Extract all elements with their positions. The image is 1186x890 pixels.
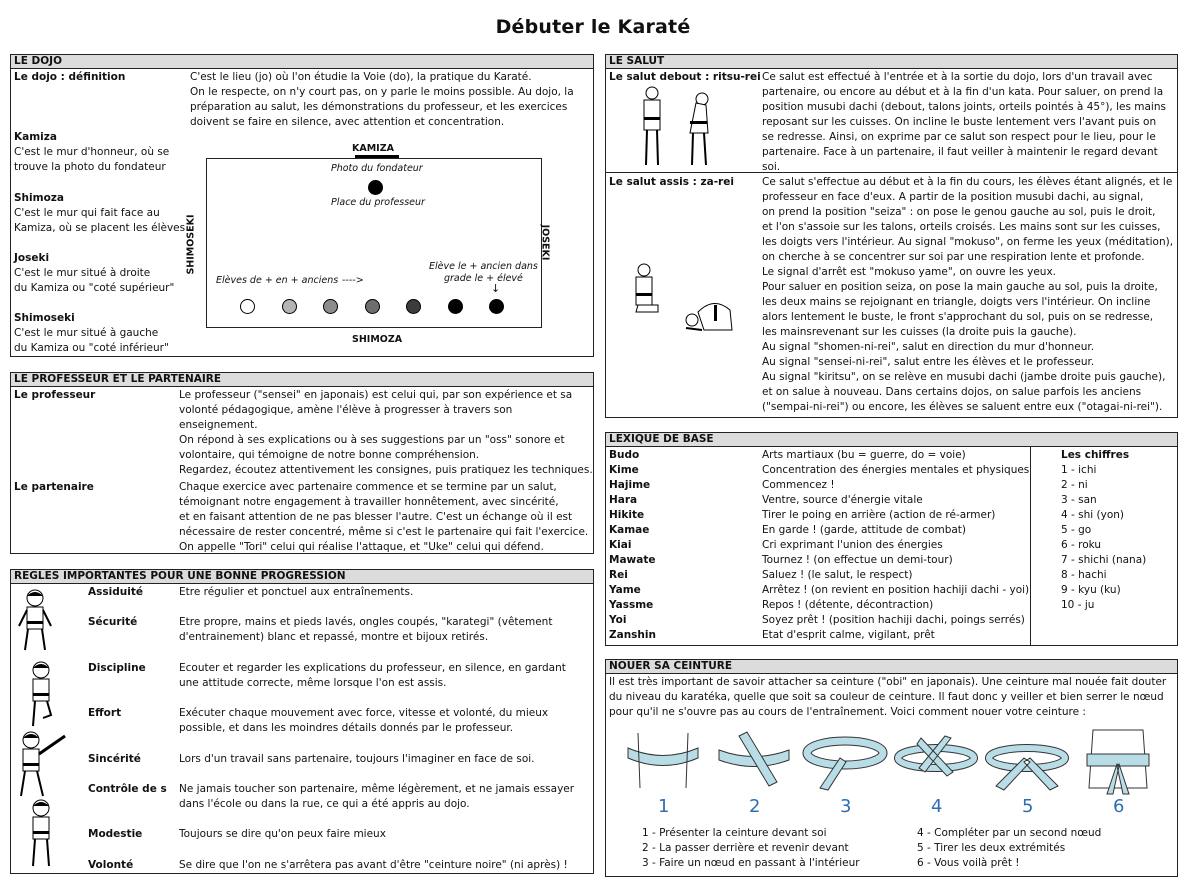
regle-text-modestie: Toujours se dire qu'on peux faire mieux (179, 828, 386, 840)
belt-step-5 (985, 744, 1069, 791)
partner-text: Chaque exercice avec partenaire commence… (179, 481, 589, 553)
diagram-joseki-label: JOSEKI (539, 224, 551, 261)
lexique-terms: Budo Kime Hajime Hara Hikite Kamae Kiai … (609, 449, 656, 641)
ceinture-steps-left: 1 - Présenter la ceinture devant soi 2 -… (642, 827, 860, 869)
belt-step-4 (894, 735, 978, 777)
partner-term: Le partenaire (14, 481, 94, 493)
dojo-diagram: KAMIZA Photo du fondateur Place du profe… (206, 143, 542, 328)
salut-divider (606, 172, 1177, 173)
belt-step-1 (627, 732, 699, 789)
regle-name-effort: Effort (88, 707, 122, 719)
salut-section: LE SALUT Le salut debout : ritsu-rei Ce … (605, 54, 1178, 418)
diagram-photo-label: Photo du fondateur (331, 163, 423, 174)
regle-text-sincerite: Lors d'un travail sans partenaire, toujo… (179, 753, 535, 765)
regle-name-discipline: Discipline (88, 662, 146, 674)
ceinture-section: NOUER SA CEINTURE Il est très important … (605, 659, 1178, 877)
student-dot (323, 299, 338, 314)
diagram-prof-label: Place du professeur (331, 197, 425, 208)
regle-text-discipline: Ecouter et regarder les explications du … (179, 662, 566, 689)
ceinture-steps-right: 4 - Compléter par un second nœud 5 - Tir… (917, 827, 1102, 869)
belt-step-number: 4 (931, 796, 942, 817)
dojo-term-shimoza: Shimoza C'est le mur qui fait face au Ka… (14, 192, 186, 234)
regle-name-volonte: Volonté (88, 859, 134, 871)
regle-text-securite: Etre propre, mains et pieds lavés, ongle… (179, 616, 553, 643)
belt-step-number: 2 (749, 796, 760, 817)
dojo-term-shimoseki: Shimoseki C'est le mur situé à gauche du… (14, 312, 169, 354)
regle-name-sincerite: Sincérité (88, 753, 141, 765)
belt-step-2 (718, 731, 790, 787)
salut-debout-term: Le salut debout : ritsu-rei (609, 71, 761, 83)
belt-step-number: 3 (840, 796, 851, 817)
professor-dot (368, 180, 383, 195)
diagram-kamiza-label: KAMIZA (352, 143, 394, 154)
salut-debout-text: Ce salut est effectué à l'entrée et à la… (762, 71, 1166, 173)
ceinture-text: Il est très important de savoir attacher… (609, 676, 1167, 718)
student-dot (489, 299, 504, 314)
belt-step-6 (1086, 729, 1150, 795)
student-dot (447, 299, 463, 314)
regle-text-assiduite: Etre régulier et ponctuel aux entraîneme… (179, 586, 414, 598)
lexique-divider (1030, 447, 1031, 645)
karateka-figure-3 (20, 731, 66, 797)
diagram-shimoseki-label: SHIMOSEKI (185, 214, 197, 275)
student-dot (240, 299, 255, 314)
prof-term: Le professeur (14, 389, 96, 401)
dojo-def-term: Le dojo : définition (14, 71, 126, 83)
regles-section: REGLES IMPORTANTES POUR UNE BONNE PROGRE… (10, 569, 594, 874)
lexique-section: LEXIQUE DE BASE Budo Kime Hajime Hara Hi… (605, 432, 1178, 646)
ceinture-header: NOUER SA CEINTURE (606, 660, 1177, 674)
dojo-section: LE DOJO Le dojo : définition C'est le li… (10, 54, 594, 357)
regle-name-securite: Sécurité (88, 616, 138, 628)
dojo-header: LE DOJO (11, 55, 593, 69)
belt-step-number: 5 (1022, 796, 1033, 817)
salut-assis-text: Ce salut s'effectue au début et à la fin… (762, 176, 1174, 413)
page-title: Débuter le Karaté (495, 16, 691, 38)
diagram-down-arrow: ↓ (491, 282, 501, 295)
belt-step-number: 1 (658, 796, 669, 817)
professeur-header: LE PROFESSEUR ET LE PARTENAIRE (11, 373, 593, 387)
kamiza-bar (355, 155, 399, 158)
salut-assis-term: Le salut assis : za-rei (609, 176, 734, 188)
diagram-eleves-label: Elèves de + en + anciens (216, 275, 339, 286)
dojo-term-joseki: Joseki C'est le mur situé à droite du Ka… (14, 252, 175, 294)
student-dot (281, 299, 297, 314)
belt-illustrations: 1 2 3 4 5 6 (627, 729, 1150, 817)
student-dot (406, 299, 421, 314)
regle-name-modestie: Modestie (88, 828, 143, 840)
belt-steps: 1 2 3 4 5 6 (618, 728, 1164, 820)
lexique-definitions: Arts martiaux (bu = guerre, do = voie) C… (762, 449, 1030, 641)
regle-name-assiduite: Assiduité (88, 586, 143, 598)
dojo-def-text: C'est le lieu (jo) où l'on étudie la Voi… (190, 71, 574, 128)
chiffres-list: Les chiffres 1 - ichi 2 - ni 3 - san 4 -… (1061, 449, 1147, 611)
salut-header: LE SALUT (606, 55, 1177, 69)
karateka-figure-4 (32, 799, 50, 867)
diagram-shimoza-label: SHIMOZA (352, 334, 403, 345)
dojo-term-kamiza: Kamiza C'est le mur d'honneur, où se tro… (14, 131, 170, 173)
salut-debout-illustration (643, 86, 709, 166)
karateka-figure-1 (18, 589, 52, 651)
regle-name-controle: Contrôle de s (88, 783, 167, 795)
regle-text-controle: Ne jamais toucher son partenaire, même l… (179, 783, 575, 810)
professeur-section: LE PROFESSEUR ET LE PARTENAIRE Le profes… (10, 372, 594, 554)
prof-text: Le professeur ("sensei" en japonais) est… (179, 389, 593, 476)
regle-text-volonte: Se dire que l'on ne s'arrêtera pas avant… (179, 859, 568, 871)
karateka-figure-2 (32, 661, 53, 727)
regles-header: REGLES IMPORTANTES POUR UNE BONNE PROGRE… (11, 570, 593, 584)
belt-step-number: 6 (1113, 796, 1124, 817)
diagram-arrow: ----> (342, 275, 364, 286)
student-dot (364, 299, 380, 314)
salut-assis-illustration (635, 263, 733, 331)
belt-step-3 (802, 736, 888, 791)
diagram-ancien-label: Elève le + ancien dans grade le + élevé (429, 261, 538, 284)
lexique-header: LEXIQUE DE BASE (606, 433, 1177, 447)
regle-text-effort: Exécuter chaque mouvement avec force, vi… (179, 707, 549, 734)
